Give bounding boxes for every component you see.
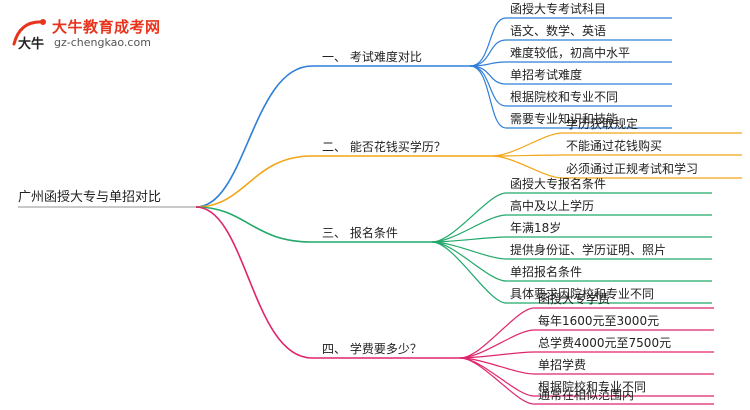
leaf-connector xyxy=(491,132,563,157)
leaf-label: 每年1600元至3000元 xyxy=(538,313,659,328)
root-node-label: 广州函授大专与单招对比 xyxy=(18,190,161,205)
leaf-label: 函授大专报名条件 xyxy=(510,176,606,191)
branch-label: 四、 学费要多少？ xyxy=(322,341,422,356)
branch-connector xyxy=(195,65,313,208)
leaf-connector xyxy=(469,65,507,129)
leaf-label: 学历获取规定 xyxy=(566,116,638,131)
leaf-label: 函授大专学费 xyxy=(538,291,610,306)
leaf-label: 具体要求因院校和专业不同 xyxy=(510,286,654,301)
logo-mark-text: 大牛 xyxy=(18,36,44,51)
leaf-connector xyxy=(469,65,507,107)
leaf-label: 根据院校和专业不同 xyxy=(510,89,618,104)
leaf-connector xyxy=(459,357,535,405)
leaf-connector xyxy=(469,39,507,67)
leaf-connector xyxy=(469,17,507,67)
branch-3: 三、 报名条件 函授大专报名条件高中及以上学历年满18岁提供身份证、学历证明、照片… xyxy=(195,176,712,304)
leaf-label: 需要专业知识和技能 xyxy=(510,111,618,126)
leaf-label: 函授大专考试科目 xyxy=(510,1,606,16)
leaf-label: 单招报名条件 xyxy=(510,264,582,279)
branch-label: 二、 能否花钱买学历？ xyxy=(322,139,446,154)
leaf-connector xyxy=(459,307,535,359)
leaf-label: 难度较低，初高中水平 xyxy=(510,45,630,60)
leaf-label: 必须通过正规考试和学习 xyxy=(566,161,698,176)
leaf-connector xyxy=(469,61,507,67)
leaf-connector xyxy=(459,351,535,359)
branch-label: 一、 考试难度对比 xyxy=(322,49,422,64)
branch-connector xyxy=(195,155,313,208)
site-logo: 大牛 大牛教育成考网 gz-chengkao.com xyxy=(10,14,180,54)
branch-4: 四、 学费要多少？ 函授大专学费每年1600元至3000元总学费4000元至750… xyxy=(195,206,714,405)
leaf-label: 单招考试难度 xyxy=(510,67,582,82)
leaf-connector xyxy=(431,241,507,282)
leaf-label: 高中及以上学历 xyxy=(510,198,594,213)
leaf-connector xyxy=(431,241,507,304)
leaf-connector xyxy=(459,357,535,397)
logo-mark-icon: 大牛 xyxy=(12,19,46,51)
leaf-connector xyxy=(431,236,507,243)
leaf-label: 不能通过花钱购买 xyxy=(566,138,662,153)
branch-connector xyxy=(195,206,313,243)
leaf-connector xyxy=(491,155,563,179)
branch-1: 一、 考试难度对比 函授大专考试科目语文、数学、英语难度较低，初高中水平单招考试难… xyxy=(195,1,672,208)
leaf-label: 提供身份证、学历证明、照片 xyxy=(510,242,666,257)
leaf-label: 单招学费 xyxy=(538,357,586,372)
branch-label: 三、 报名条件 xyxy=(322,225,398,240)
leaf-label: 根据院校和专业不同 xyxy=(538,379,646,394)
leaf-label: 年满18岁 xyxy=(510,220,561,235)
branch-connector xyxy=(195,206,313,359)
leaf-label: 语文、数学、英语 xyxy=(510,23,606,38)
leaf-label: 通常在相似范围内 xyxy=(538,388,634,402)
logo-url: gz-chengkao.com xyxy=(54,36,151,49)
logo-title: 大牛教育成考网 xyxy=(52,18,161,36)
leaf-label: 总学费4000元至7500元 xyxy=(538,335,671,350)
